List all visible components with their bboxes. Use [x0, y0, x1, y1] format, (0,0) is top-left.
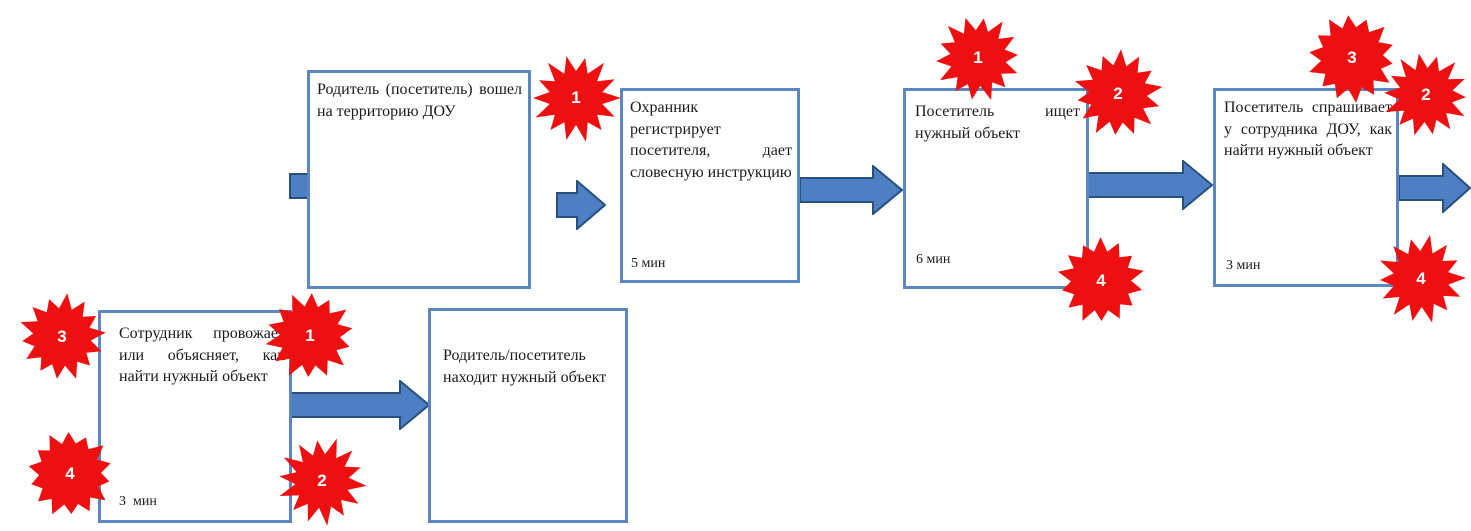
burst-number: 2: [1421, 85, 1431, 104]
burst-number: 4: [65, 464, 75, 483]
arrow-step2-to-step3: [799, 165, 903, 215]
burst-number: 4: [1096, 271, 1106, 290]
problem-marker-burst: 1: [260, 286, 360, 386]
step-box-visitor-searches: Посетитель ищет нужный объект 6 мин: [903, 88, 1089, 289]
burst-number: 1: [305, 326, 315, 345]
step-text: Посетитель ищет нужный объект: [915, 103, 1080, 142]
step-text: Охранник регистрирует посетителя, дает с…: [630, 99, 792, 181]
step-time: 3 мин: [1226, 258, 1261, 273]
problem-marker-burst: 2: [272, 431, 372, 531]
burst-number: 2: [317, 471, 327, 490]
problem-marker-burst: 1: [928, 8, 1028, 108]
problem-marker-burst: 3: [1302, 8, 1402, 108]
problem-marker-burst: 4: [20, 424, 120, 524]
step-box-staff-guides: Сотрудник провожает или объясняет, как н…: [98, 310, 292, 523]
problem-marker-burst: 3: [12, 287, 112, 387]
burst-number: 3: [1347, 48, 1357, 67]
problem-marker-burst: 4: [1371, 229, 1471, 329]
arrow-step5-to-step6: [288, 380, 430, 430]
burst-number: 1: [973, 48, 983, 67]
arrow-step3-to-step4: [1087, 160, 1213, 210]
problem-marker-burst: 1: [526, 48, 626, 148]
problem-marker-burst: 4: [1051, 231, 1151, 331]
burst-number: 3: [57, 327, 67, 346]
problem-marker-burst: 2: [1376, 45, 1471, 145]
step-text: Посетитель спрашивает у сотрудника ДОУ, …: [1224, 99, 1392, 160]
step-box-guard-registers: Охранник регистрирует посетителя, дает с…: [620, 88, 800, 283]
step-box-visitor-asks-staff: Посетитель спрашивает у сотрудника ДОУ, …: [1213, 88, 1399, 287]
step-text: Сотрудник провожает или объясняет, как н…: [119, 325, 285, 386]
step-text: Родитель/посетитель находит нужный объек…: [443, 347, 607, 386]
burst-number: 2: [1113, 84, 1123, 103]
step-box-parent-entered: Родитель (посетитель) вошел на территори…: [307, 70, 531, 289]
arrow-step1-to-step2: [556, 180, 606, 230]
problem-marker-burst: 2: [1068, 44, 1168, 144]
arrow-step4-continue: [1398, 163, 1471, 213]
step-text: Родитель (посетитель) вошел на территори…: [317, 81, 522, 120]
step-time: 6 мин: [916, 252, 951, 267]
burst-number: 4: [1416, 269, 1426, 288]
step-time: 5 мин: [631, 256, 666, 271]
step-box-visitor-finds: Родитель/посетитель находит нужный объек…: [428, 308, 628, 523]
step-time: 3 мин: [119, 494, 157, 509]
burst-number: 1: [571, 88, 581, 107]
